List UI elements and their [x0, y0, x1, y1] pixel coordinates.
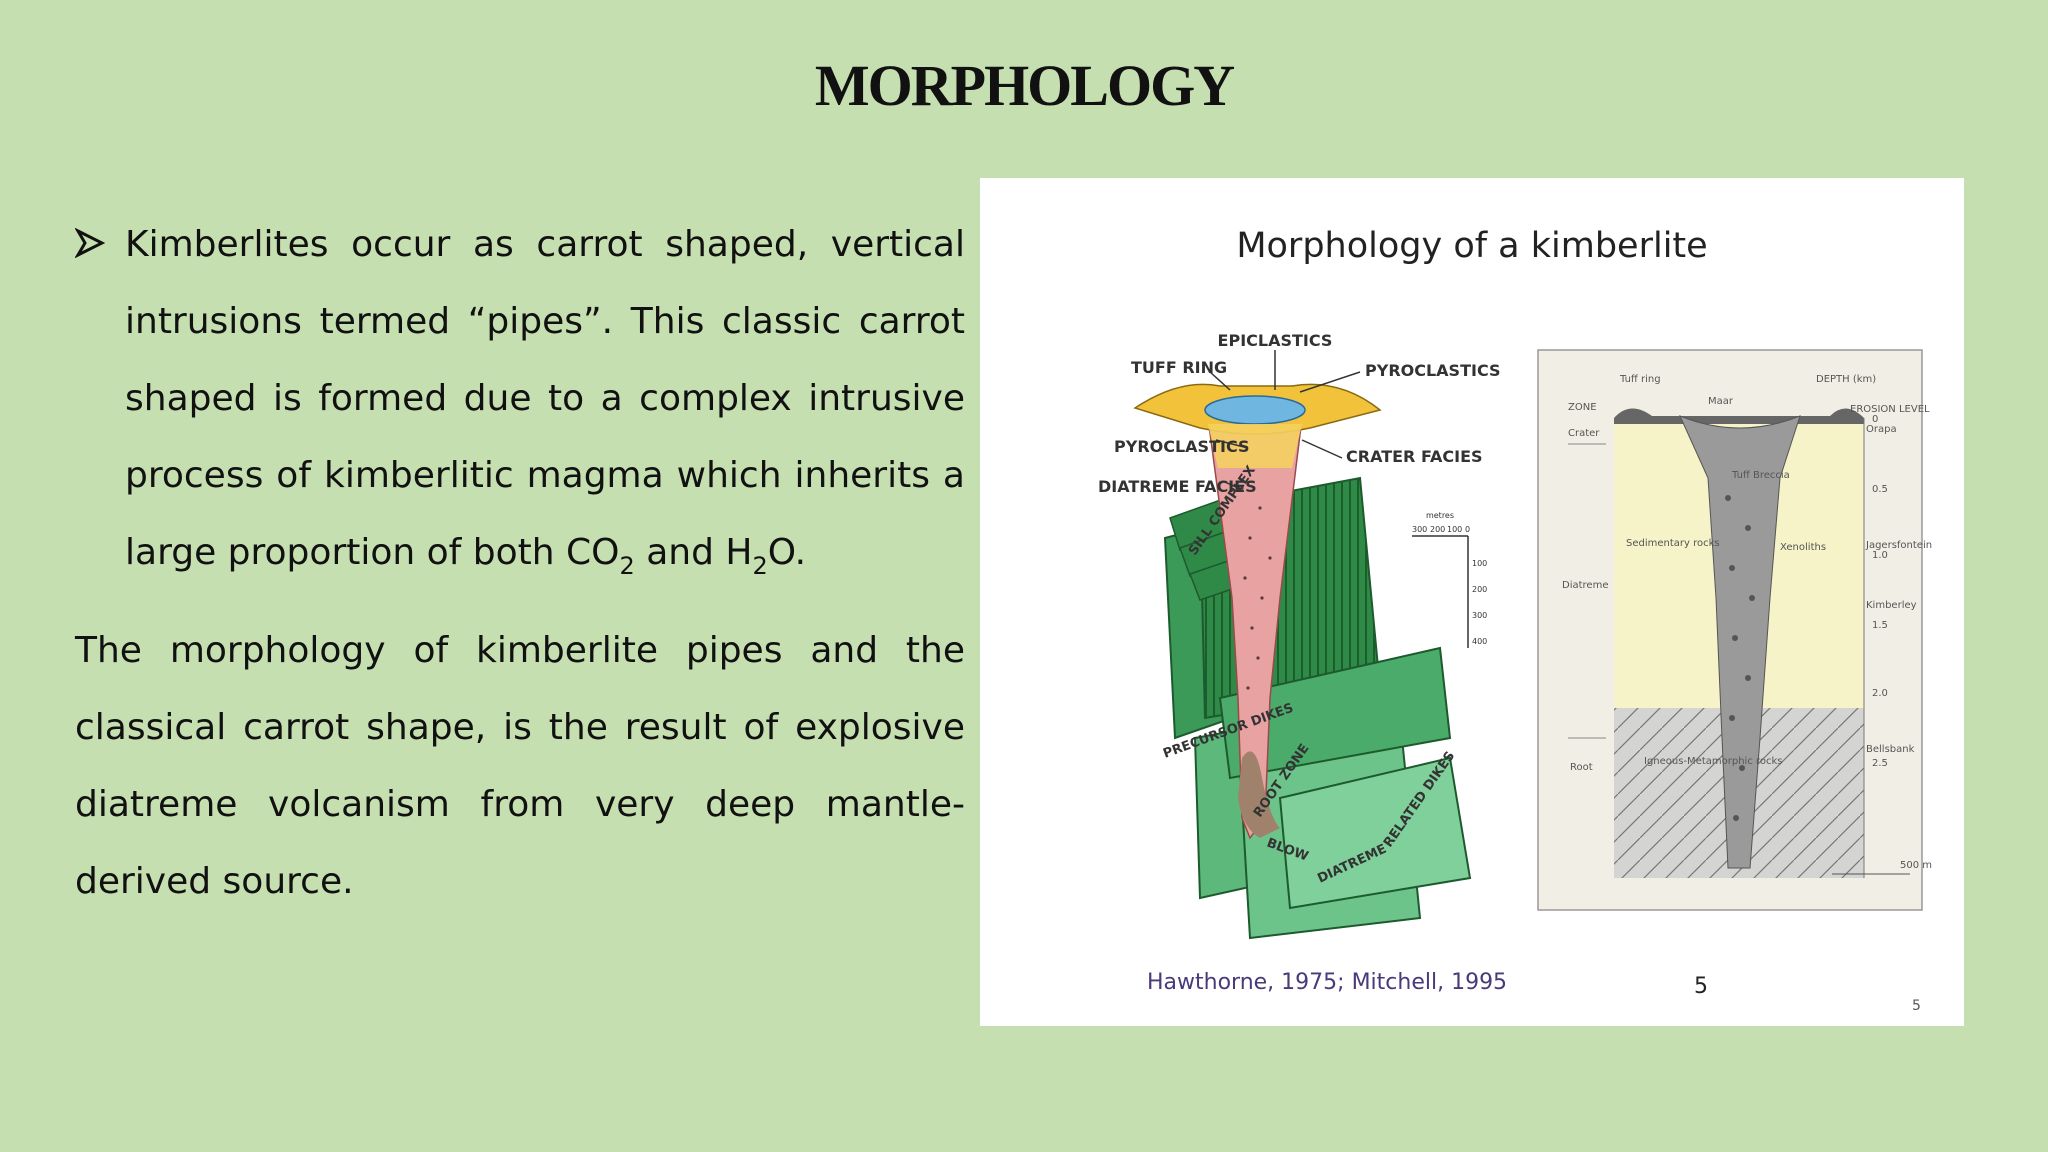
cross-section-labels: Tuff ring Maar DEPTH (km) EROSION LEVEL … [1562, 374, 1932, 875]
svg-text:200: 200 [1430, 525, 1445, 534]
svg-text:Orapa: Orapa [1866, 424, 1897, 435]
svg-text:EROSION LEVEL: EROSION LEVEL [1850, 404, 1930, 415]
svg-text:PYROCLASTICS: PYROCLASTICS [1365, 361, 1501, 380]
svg-text:1.0: 1.0 [1872, 550, 1888, 561]
slide-title: MORPHOLOGY [814, 53, 1235, 118]
svg-text:Crater: Crater [1568, 428, 1600, 439]
svg-text:0: 0 [1465, 525, 1470, 534]
svg-text:500 m: 500 m [1900, 860, 1932, 871]
kimberlite-figure: Morphology of a kimberlite [980, 178, 1964, 1026]
svg-text:Maar: Maar [1708, 396, 1734, 407]
kimberlite-diagram: EPICLASTICS TUFF RING PYROCLASTICS PYROC… [1098, 331, 1932, 940]
svg-text:Jagersfontein: Jagersfontein [1865, 540, 1932, 551]
svg-text:400: 400 [1472, 637, 1487, 646]
svg-text:PYROCLASTICS: PYROCLASTICS [1114, 437, 1250, 456]
figure-credit: Hawthorne, 1975; Mitchell, 1995 [1147, 970, 1508, 995]
svg-text:100: 100 [1472, 559, 1487, 568]
left-label-leaders [1209, 350, 1361, 489]
figure-number: 5 [1694, 974, 1708, 999]
svg-text:Sedimentary rocks: Sedimentary rocks [1626, 538, 1720, 549]
body-paragraph: The morphology of kimberlite pipes and t… [75, 630, 965, 902]
svg-text:Tuff ring: Tuff ring [1619, 374, 1661, 385]
svg-text:EPICLASTICS: EPICLASTICS [1218, 331, 1333, 350]
svg-text:Diatreme: Diatreme [1562, 580, 1608, 591]
svg-text:0.5: 0.5 [1872, 484, 1888, 495]
svg-text:Bellsbank: Bellsbank [1866, 744, 1915, 755]
svg-text:100: 100 [1447, 525, 1462, 534]
svg-text:Root: Root [1570, 762, 1593, 773]
svg-text:DEPTH (km): DEPTH (km) [1816, 374, 1876, 385]
svg-text:Xenoliths: Xenoliths [1780, 542, 1826, 553]
svg-text:ZONE: ZONE [1568, 402, 1597, 413]
figure-title: Morphology of a kimberlite [1236, 226, 1708, 266]
svg-text:CRATER FACIES: CRATER FACIES [1346, 447, 1483, 466]
svg-text:300: 300 [1472, 611, 1487, 620]
svg-text:TUFF RING: TUFF RING [1131, 358, 1227, 377]
svg-text:2.0: 2.0 [1872, 688, 1888, 699]
svg-text:1.5: 1.5 [1872, 620, 1888, 631]
svg-text:Kimberley: Kimberley [1866, 600, 1917, 611]
svg-text:300: 300 [1412, 525, 1427, 534]
country-rock-slabs [1163, 476, 1472, 940]
svg-text:0: 0 [1872, 414, 1878, 425]
cross-section-diagram [1537, 349, 1923, 911]
svg-text:DIATREME FACIES: DIATREME FACIES [1098, 477, 1257, 496]
bullet-text: Kimberlites occur as carrot shaped, vert… [125, 224, 965, 580]
scale-bar: metres 300 200 100 0 100 200 300 400 [1412, 511, 1487, 648]
svg-text:Igneous-Metamorphic rocks: Igneous-Metamorphic rocks [1644, 756, 1783, 767]
svg-text:Tuff Breccia: Tuff Breccia [1731, 470, 1790, 481]
figure-page-number: 5 [1912, 998, 1921, 1014]
svg-text:metres: metres [1426, 511, 1454, 520]
svg-text:2.5: 2.5 [1872, 758, 1888, 769]
svg-text:200: 200 [1472, 585, 1487, 594]
bullet-point: Kimberlites occur as carrot shaped, vert… [75, 206, 965, 591]
kimberlite-pipe [1133, 383, 1382, 840]
